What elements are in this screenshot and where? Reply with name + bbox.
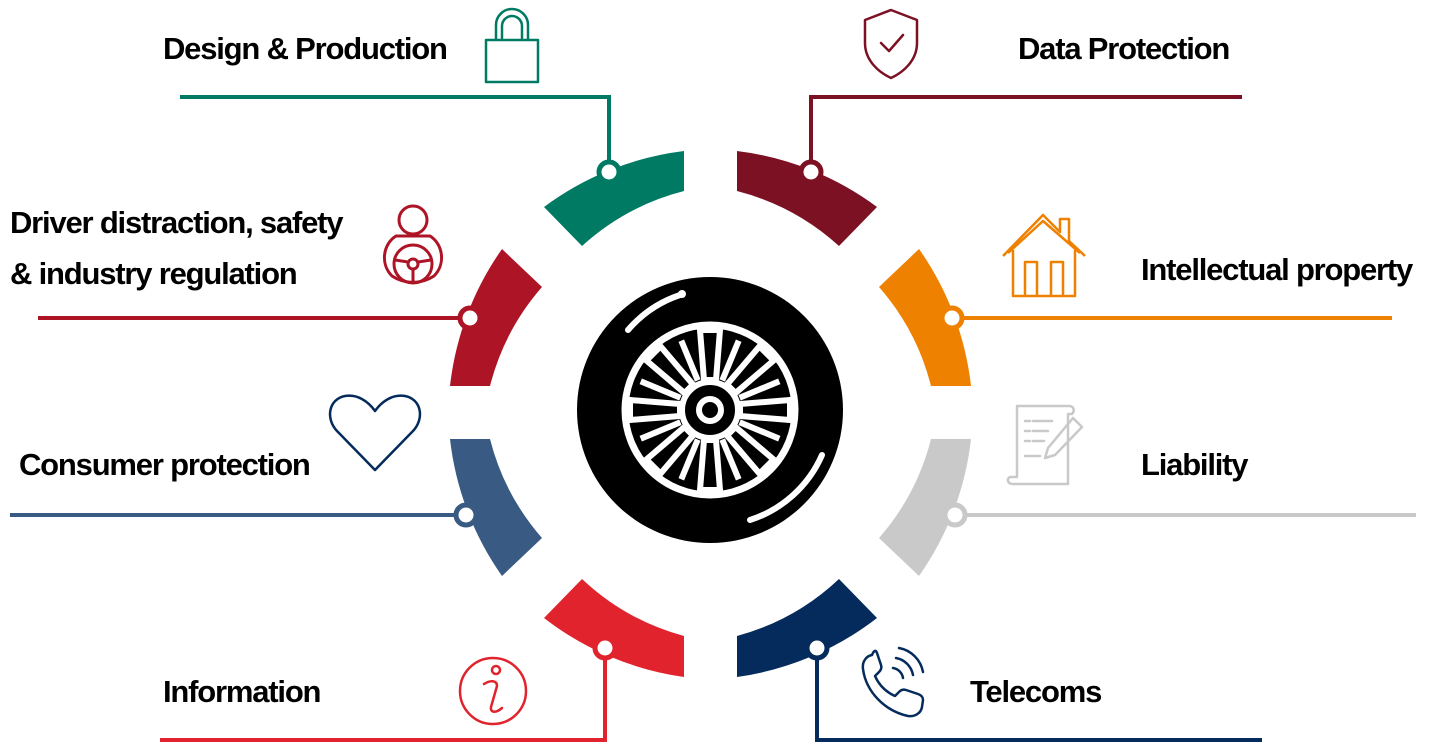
label-data-protection: Data Protection	[1018, 31, 1230, 66]
label-information: Information	[163, 674, 321, 709]
dot-liability	[942, 502, 968, 528]
dot-consumer-protection	[453, 502, 479, 528]
segment-consumer-protection	[450, 439, 542, 576]
dot-driver-distraction	[457, 305, 483, 331]
document-pen-icon	[1006, 404, 1084, 486]
dot-telecoms	[804, 635, 830, 661]
dot-information	[592, 635, 618, 661]
house-icon	[1002, 213, 1086, 298]
heart-icon	[328, 394, 422, 472]
label-design-production: Design & Production	[163, 31, 448, 66]
driver-steering-wheel-icon	[383, 204, 443, 285]
label-intellectual-property: Intellectual property	[1141, 252, 1413, 287]
dot-data-protection	[798, 159, 824, 185]
connectors	[10, 95, 1416, 742]
connector-dots	[453, 159, 968, 661]
label-telecoms: Telecoms	[970, 674, 1102, 709]
connector-information	[160, 648, 607, 742]
dot-design-production	[596, 159, 622, 185]
tire-icon	[577, 277, 843, 543]
label-driver-distraction-line2: & industry regulation	[10, 256, 298, 291]
segment-design-production	[544, 151, 684, 246]
dot-intellectual-property	[939, 305, 965, 331]
segment-information	[544, 579, 684, 677]
connector-data-protection	[809, 95, 1242, 170]
info-icon	[458, 656, 528, 726]
connector-design-production	[180, 95, 611, 170]
phone-ringing-icon	[861, 646, 925, 718]
segment-intellectual-property	[879, 249, 971, 386]
label-consumer-protection: Consumer protection	[19, 447, 311, 482]
segment-telecoms	[737, 579, 877, 677]
shield-check-icon	[863, 8, 919, 80]
label-driver-distraction-line1: Driver distraction, safety	[10, 205, 344, 240]
label-liability: Liability	[1141, 447, 1249, 482]
lock-icon	[484, 7, 540, 84]
segment-liability	[879, 439, 971, 576]
segment-driver-distraction	[450, 249, 542, 386]
ring-segments	[450, 151, 971, 677]
connector-telecoms	[815, 648, 1262, 742]
segment-data-protection	[737, 151, 877, 246]
